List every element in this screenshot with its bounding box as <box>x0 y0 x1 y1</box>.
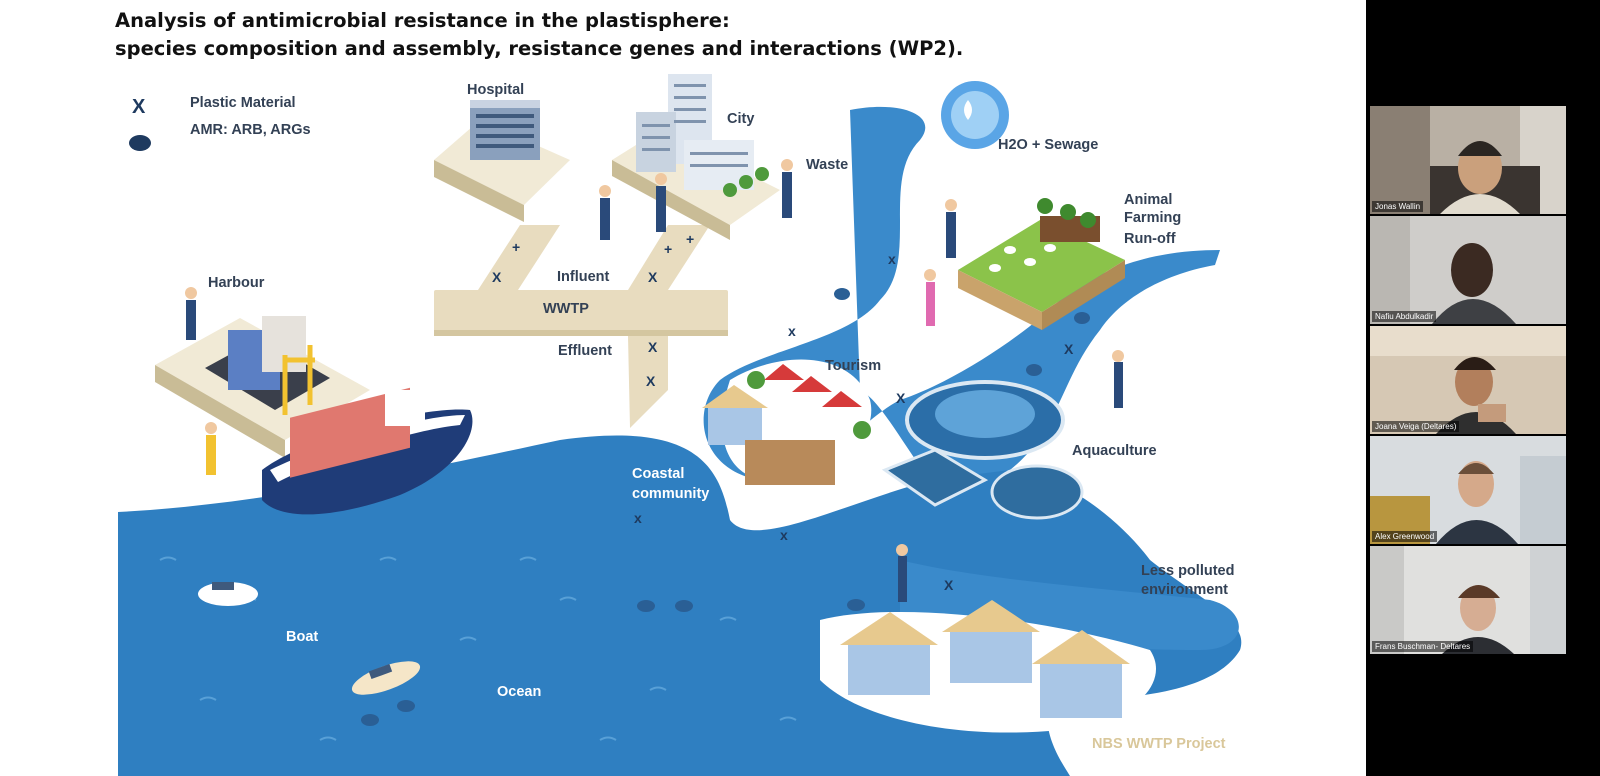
svg-text:X: X <box>648 269 658 285</box>
label-wwtp: WWTP <box>543 301 589 317</box>
label-community: community <box>632 486 709 502</box>
participant-video-feed <box>1370 436 1566 544</box>
svg-text:x: x <box>780 527 788 543</box>
label-environment: environment <box>1141 582 1228 598</box>
label-influent: Influent <box>557 269 610 285</box>
label-nbs-project: NBS WWTP Project <box>1092 736 1226 752</box>
harbour-platform <box>155 316 370 458</box>
tourism-houses <box>702 364 871 485</box>
participant-video-tile[interactable]: Nafiu Abdulkadir <box>1370 216 1566 324</box>
city-buildings <box>612 74 780 240</box>
participant-video-feed <box>1370 106 1566 214</box>
label-aquaculture: Aquaculture <box>1072 443 1157 459</box>
label-boat: Boat <box>286 629 318 645</box>
plastic-marks: X X X X x x X X x x X <box>492 251 1074 593</box>
h2o-drop-icon <box>941 81 1009 149</box>
label-farming: Farming <box>1124 210 1181 226</box>
participant-name: Jonas Wallin <box>1372 201 1424 212</box>
participant-name: Frans Buschman- Deltares <box>1372 641 1474 652</box>
hospital-building <box>434 100 570 222</box>
label-waste: Waste <box>806 157 848 173</box>
participant-video-tile[interactable]: Frans Buschman- Deltares <box>1370 546 1566 654</box>
label-run-off: Run-off <box>1124 231 1176 247</box>
svg-text:x: x <box>634 510 642 526</box>
aquaculture-farm <box>881 380 1084 520</box>
legend: X Plastic Material AMR: ARB, ARGs <box>129 95 311 151</box>
people-figures <box>185 159 1124 602</box>
small-boats <box>198 582 421 695</box>
slide-title-line-1: Analysis of antimicrobial resistance in … <box>115 9 730 32</box>
svg-text:x: x <box>888 251 896 267</box>
label-effluent: Effluent <box>558 343 612 359</box>
slide-title-line-2: species composition and assembly, resist… <box>115 37 964 60</box>
legend-x-icon: X <box>132 96 146 118</box>
amr-dots <box>361 288 1090 726</box>
legend-amr-label: AMR: ARB, ARGs <box>190 122 311 138</box>
participant-video-feed <box>1370 216 1566 324</box>
label-hospital: Hospital <box>467 82 524 98</box>
participant-video-feed <box>1370 546 1566 654</box>
participant-name: Alex Greenwood <box>1372 531 1438 542</box>
svg-text:X: X <box>944 577 954 593</box>
label-animal: Animal <box>1124 192 1172 208</box>
label-h2o-sewage: H2O + Sewage <box>998 137 1098 153</box>
svg-text:+: + <box>512 239 520 255</box>
participant-name: Nafiu Abdulkadir <box>1372 311 1437 322</box>
less-polluted-houses <box>840 600 1130 718</box>
plastisphere-illustration: X X X X x x X X x x X + + + X Plastic Material … <box>118 74 1242 776</box>
label-city: City <box>727 111 754 127</box>
svg-text:X: X <box>648 339 658 355</box>
svg-text:X: X <box>1064 341 1074 357</box>
wwtp-pipes <box>434 225 728 428</box>
participant-video-tile[interactable]: Joana Veiga (Deltares) <box>1370 326 1566 434</box>
label-tourism: Tourism <box>825 358 881 374</box>
svg-text:x: x <box>788 323 796 339</box>
label-ocean: Ocean <box>497 684 541 700</box>
svg-text:+: + <box>664 241 672 257</box>
label-harbour: Harbour <box>208 275 265 291</box>
participant-video-tile[interactable]: Jonas Wallin <box>1370 106 1566 214</box>
label-less-polluted: Less polluted <box>1141 563 1234 579</box>
svg-text:X: X <box>492 269 502 285</box>
animal-farm <box>958 198 1125 330</box>
svg-text:X: X <box>646 373 656 389</box>
participant-video-tile[interactable]: Alex Greenwood <box>1370 436 1566 544</box>
svg-text:+: + <box>686 231 694 247</box>
slide-title: Analysis of antimicrobial resistance in … <box>115 7 963 63</box>
container-ship <box>262 387 473 515</box>
label-coastal: Coastal <box>632 466 684 482</box>
participant-name: Joana Veiga (Deltares) <box>1372 421 1460 432</box>
participant-gallery: Jonas Wallin Nafiu Abdulkadir Joana Veig… <box>1366 0 1600 776</box>
legend-plastic-label: Plastic Material <box>190 95 296 111</box>
participant-video-feed <box>1370 326 1566 434</box>
legend-dot-icon <box>129 135 151 151</box>
presentation-slide: X X X X x x X X x x X + + + X Plastic Material … <box>0 0 1366 776</box>
svg-text:X: X <box>896 390 906 406</box>
